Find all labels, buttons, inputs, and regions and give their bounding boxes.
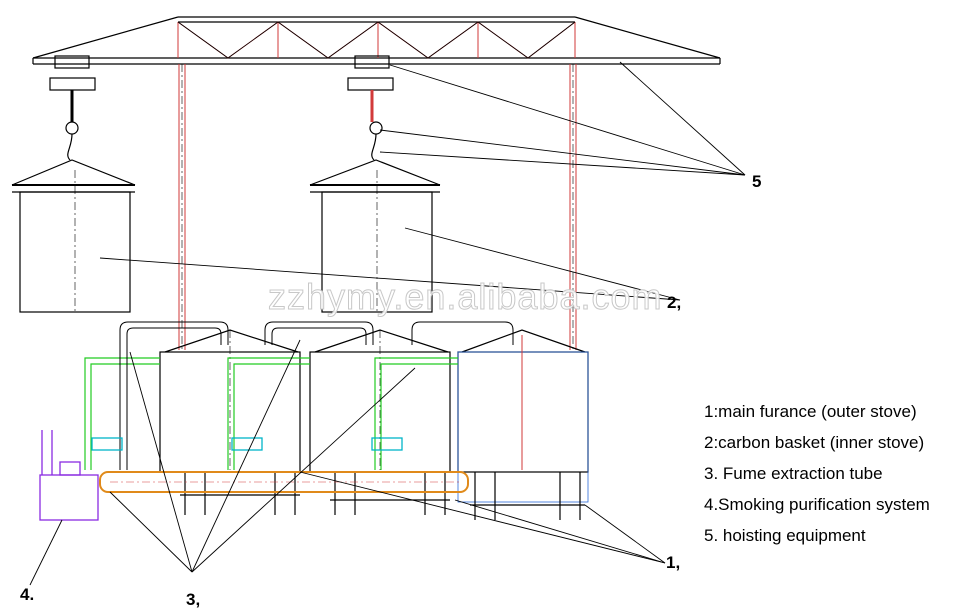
callout-purification: 4. (20, 585, 35, 604)
callout-hoisting: 5 (752, 172, 762, 191)
legend-item-carbon-basket: 2:carbon basket (inner stove) (704, 433, 925, 452)
legend-item-purification: 4.Smoking purification system (704, 495, 930, 514)
legend-item-fume-tube: 3. Fume extraction tube (704, 464, 883, 483)
legend-item-main-furnace: 1:main furance (outer stove) (704, 402, 917, 421)
fume-extraction-tubes (84, 321, 514, 493)
leader-lines (29, 61, 746, 586)
carbon-basket-right (309, 159, 441, 313)
callout-fume-tube: 3, (186, 590, 201, 609)
legend: 1:main furance (outer stove) 2:carbon ba… (704, 396, 930, 551)
watermark: zzhymy.en.alibaba.com (268, 276, 663, 318)
hoisting-gantry (32, 16, 721, 350)
purification-unit (39, 430, 99, 521)
carbon-basket-left (11, 159, 136, 313)
callout-main-furnace: 1, (666, 553, 681, 572)
legend-item-hoisting: 5. hoisting equipment (704, 526, 866, 545)
callout-carbon-basket: 2, (667, 293, 682, 312)
